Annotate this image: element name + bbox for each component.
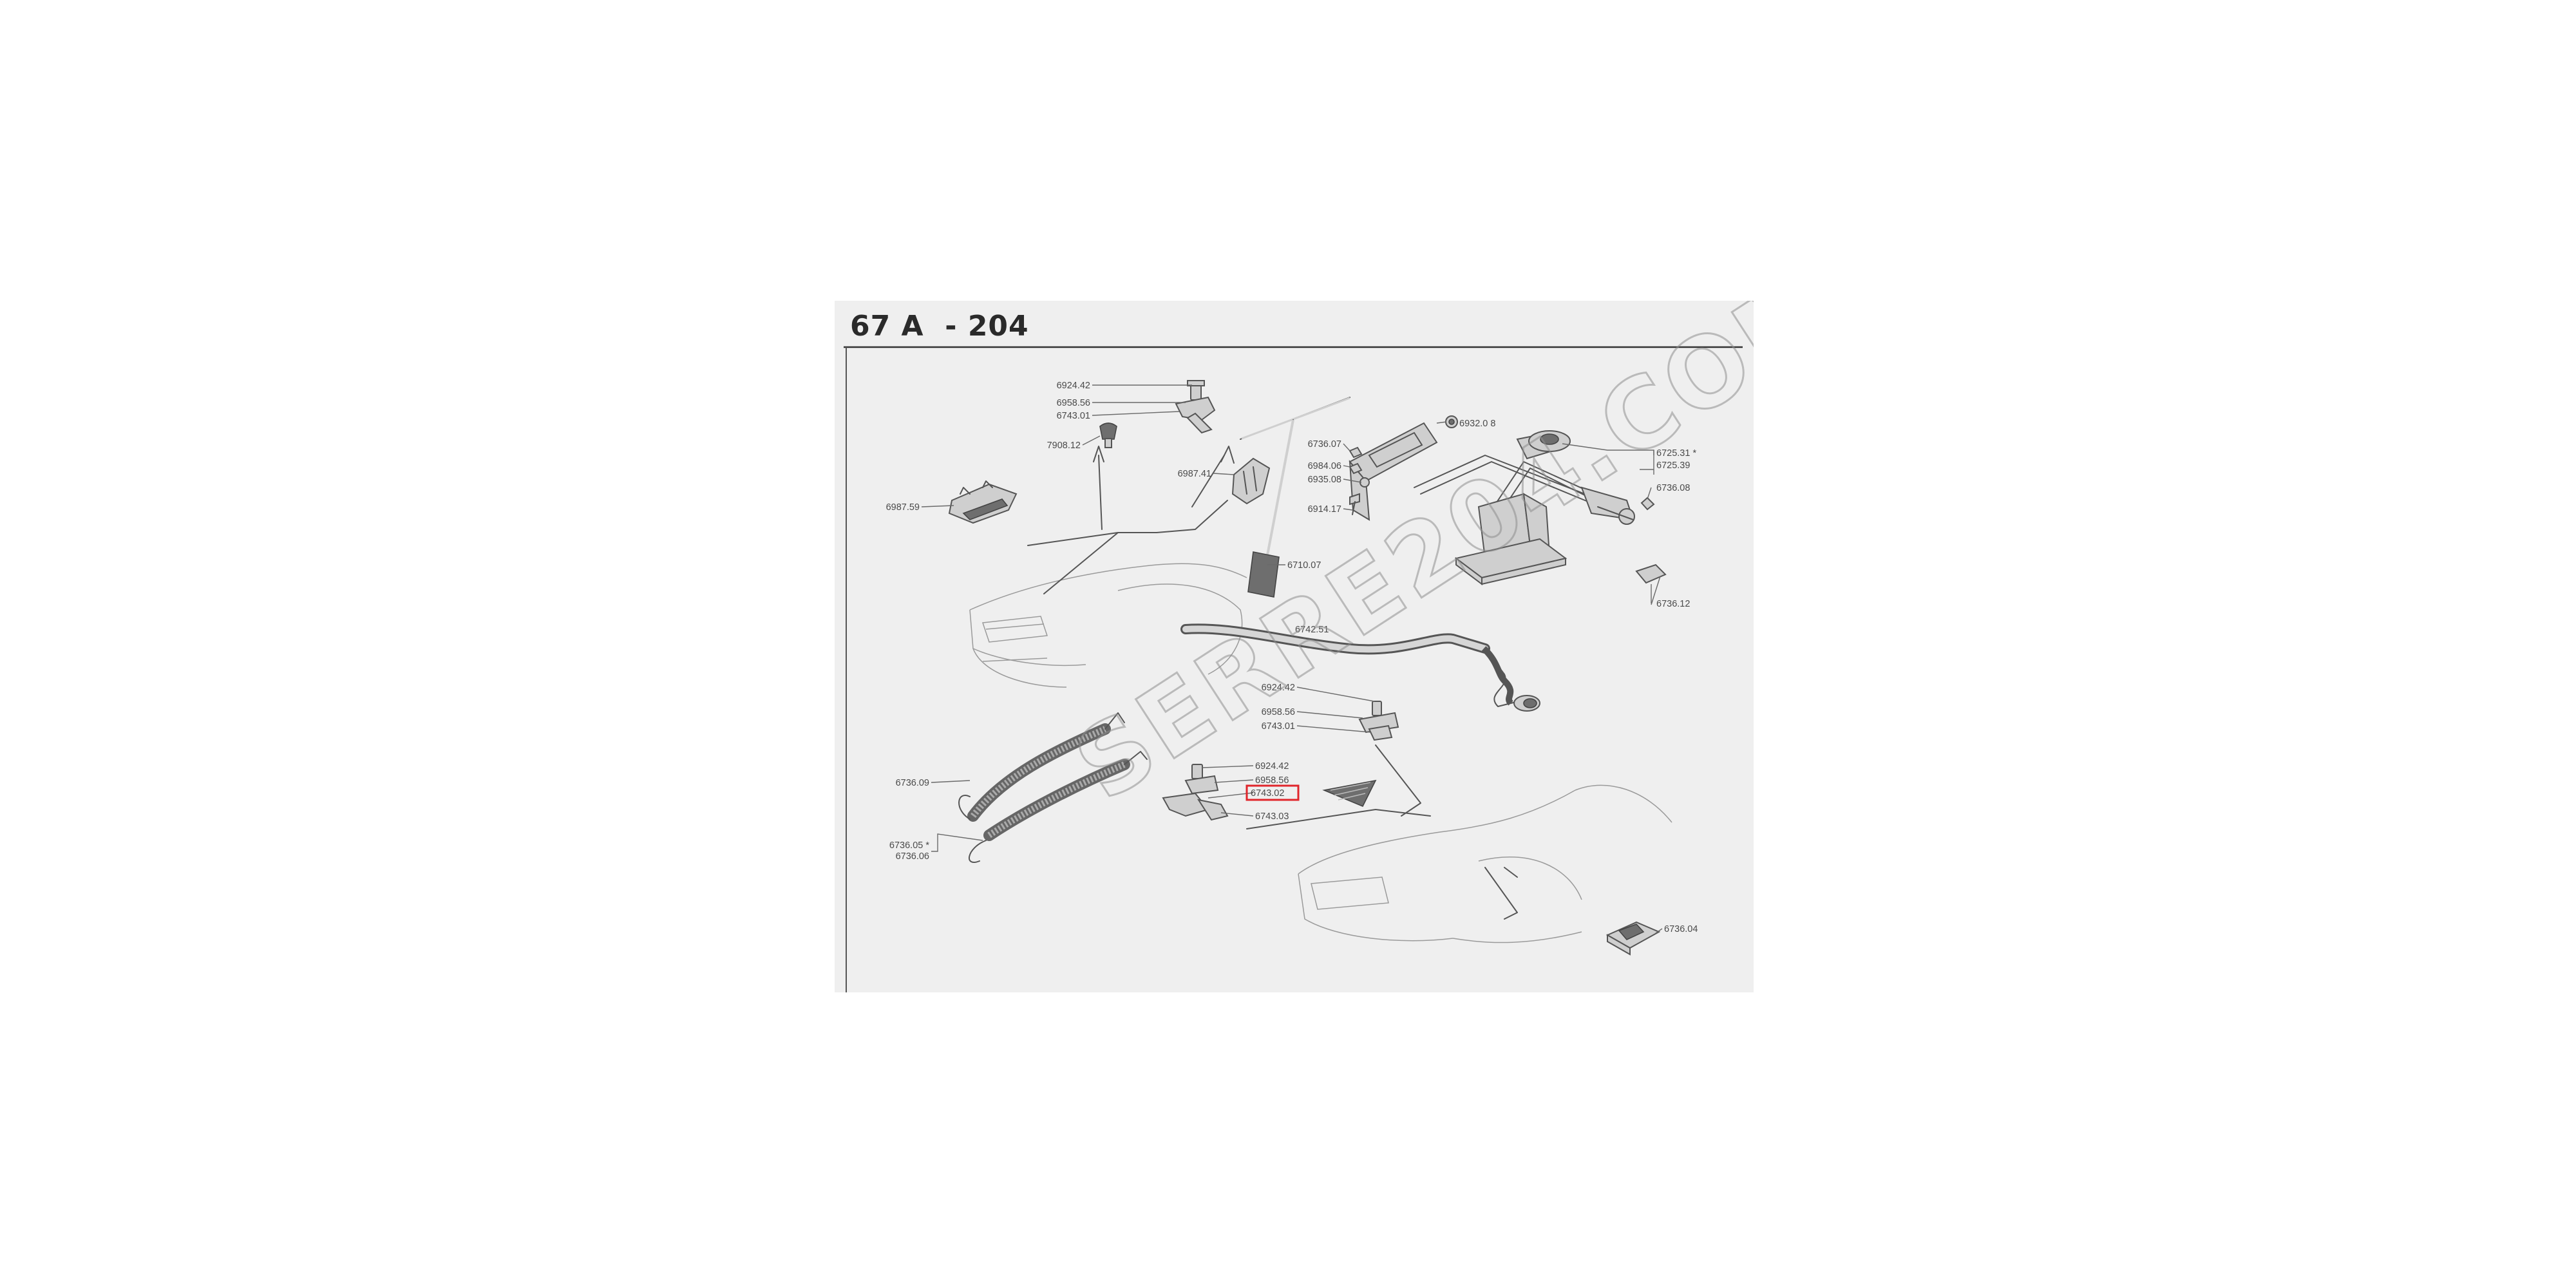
part-ref-6736-05: 6736.05 *	[889, 840, 929, 851]
part-ref-6935-08: 6935.08	[1308, 475, 1341, 485]
highlight-box	[1245, 784, 1300, 801]
part-ref-6932-08: 6932.0 8	[1459, 419, 1495, 429]
part-ref-6924-42-mid: 6924.42	[1262, 683, 1295, 693]
watermark-text: SERRE204.COM	[1057, 301, 1754, 822]
support-rod-upper	[1027, 446, 1235, 594]
part-ref-6924-42-low: 6924.42	[1255, 761, 1289, 772]
part-ref-6736-06: 6736.06	[896, 851, 929, 862]
part-ref-6914-17: 6914.17	[1308, 504, 1341, 515]
car-rear-outline-lower	[1246, 744, 1672, 943]
part-ref-6725-39: 6725.39	[1656, 460, 1690, 471]
leader-lines	[921, 384, 1663, 934]
part-ref-6736-12: 6736.12	[1656, 599, 1690, 609]
part-ref-6710-07: 6710.07	[1287, 560, 1321, 571]
part-ref-6736-07: 6736.07	[1308, 439, 1341, 450]
part-ref-6958-56-low: 6958.56	[1255, 775, 1289, 786]
part-ref-6743-02-highlighted[interactable]: 6743.02	[1251, 788, 1284, 799]
clip-assembly-lower	[1162, 764, 1229, 821]
bracket-6987-41	[1231, 457, 1271, 505]
part-ref-6984-06: 6984.06	[1308, 461, 1341, 471]
wheel-chock-6736-04	[1605, 921, 1661, 956]
hold-down-springs	[958, 712, 1148, 863]
car-front-outline-upper	[969, 563, 1247, 688]
part-ref-6987-59: 6987.59	[886, 502, 920, 513]
part-ref-6987-41: 6987.41	[1178, 469, 1211, 479]
scissor-jack	[1349, 422, 1635, 585]
part-ref-6743-01-mid: 6743.01	[1262, 721, 1295, 732]
part-ref-6958-56-mid: 6958.56	[1262, 707, 1295, 717]
part-ref-6742-51: 6742.51	[1295, 625, 1329, 635]
part-ref-6725-31: 6725.31 *	[1656, 448, 1696, 459]
part-ref-7908-12: 7908.12	[1047, 440, 1081, 451]
part-ref-6924-42-top: 6924.42	[1057, 381, 1090, 391]
jack-handle-6742-51	[1180, 623, 1540, 712]
clip-assembly-upper	[1175, 380, 1216, 434]
sheet-title: 67 A - 204	[850, 310, 1029, 343]
part-ref-6743-03: 6743.03	[1255, 811, 1289, 822]
jack-small-parts	[1349, 415, 1667, 584]
wheel-brace-6710-07	[1240, 397, 1350, 598]
parts-diagram-sheet: 67 A - 204	[835, 301, 1754, 992]
part-ref-6736-04: 6736.04	[1664, 924, 1698, 934]
clip-assembly-mid	[1358, 701, 1399, 741]
rubber-block-6987-59	[948, 480, 1018, 524]
grommet-7908-12	[1099, 422, 1117, 448]
wedge-pad	[1322, 779, 1377, 808]
part-ref-6736-08: 6736.08	[1656, 483, 1690, 493]
part-reference-labels: 6924.42 6958.56 6743.01 7908.12 6987.41 …	[886, 381, 1698, 934]
exploded-view-drawing: 6924.42 6958.56 6743.01 7908.12 6987.41 …	[844, 301, 1754, 992]
part-ref-6958-56-top: 6958.56	[1057, 398, 1090, 408]
part-ref-6743-01-top: 6743.01	[1057, 411, 1090, 421]
part-ref-6736-09: 6736.09	[896, 778, 929, 788]
